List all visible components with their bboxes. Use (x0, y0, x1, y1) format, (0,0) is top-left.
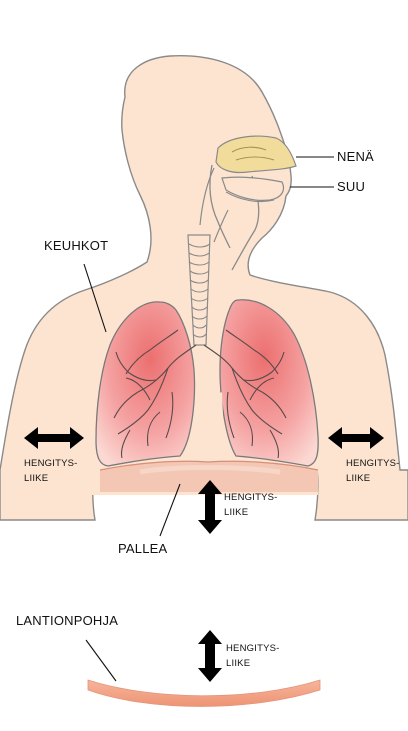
nasal-cavity (215, 135, 297, 174)
breathing-line2: LIIKE (346, 473, 371, 484)
diaphragm-leader-line (159, 483, 181, 537)
mouth-label: SUU (337, 179, 366, 194)
breathing-line1: HENGITYS- (224, 492, 278, 503)
breathing-label-left: HENGITYS- LIIKE (24, 456, 78, 486)
head-inner-outline (209, 164, 231, 249)
double-arrow-horizontal-icon (328, 427, 384, 449)
breathing-line2: LIIKE (224, 507, 249, 518)
breathing-line1: HENGITYS- (24, 458, 78, 469)
trachea (187, 234, 211, 346)
breathing-line2: LIIKE (24, 473, 49, 484)
double-arrow-vertical-icon (198, 630, 222, 682)
diaphragm-edge (99, 460, 319, 471)
nasal-conchae (231, 146, 275, 161)
tongue (225, 191, 275, 203)
nose-label: NENÄ (337, 149, 374, 164)
double-arrow-horizontal-icon (24, 427, 84, 449)
breathing-label-right: HENGITYS- LIIKE (346, 456, 400, 486)
right-lung (219, 299, 319, 467)
lungs-label: KEUHKOT (44, 238, 109, 253)
diaphragm-glow (139, 465, 281, 475)
breathing-line2: LIIKE (226, 658, 251, 669)
lungs-leader-line (83, 263, 107, 333)
mediastinum (194, 380, 224, 446)
breathing-line1: HENGITYS- (346, 458, 400, 469)
pelvic-floor-leader-line (85, 639, 117, 682)
pelvic-floor (87, 679, 321, 707)
bronchi (113, 329, 287, 459)
mouth-cavity (221, 176, 285, 201)
pharynx (199, 167, 229, 243)
double-arrow-vertical-icon (198, 480, 222, 534)
breathing-label-pelvic: HENGITYS- LIIKE (226, 641, 280, 671)
breathing-label-center: HENGITYS- LIIKE (224, 490, 278, 520)
diaphragm-label: PALLEA (118, 541, 168, 556)
breathing-line1: HENGITYS- (226, 643, 280, 654)
pelvic-floor-label: LANTIONPOHJA (16, 613, 119, 628)
